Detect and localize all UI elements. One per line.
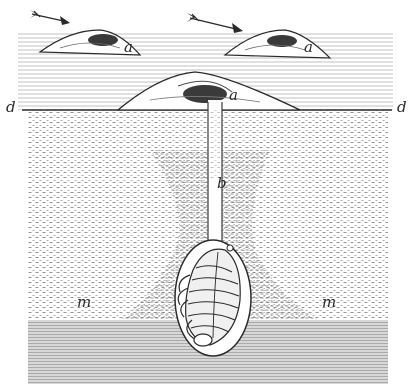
burrow-chamber: [175, 240, 251, 356]
label-m-right: m: [322, 293, 336, 311]
label-b: b: [217, 174, 227, 192]
label-d-right: d: [397, 98, 407, 116]
label-a-top-right: a: [304, 38, 313, 56]
label-a-top-left: a: [124, 38, 133, 56]
label-d-left: d: [6, 98, 16, 116]
label-a-center: a: [229, 86, 238, 104]
arrow-right: [187, 13, 243, 33]
label-m-left: m: [77, 293, 91, 311]
arrow-left: [30, 10, 70, 25]
